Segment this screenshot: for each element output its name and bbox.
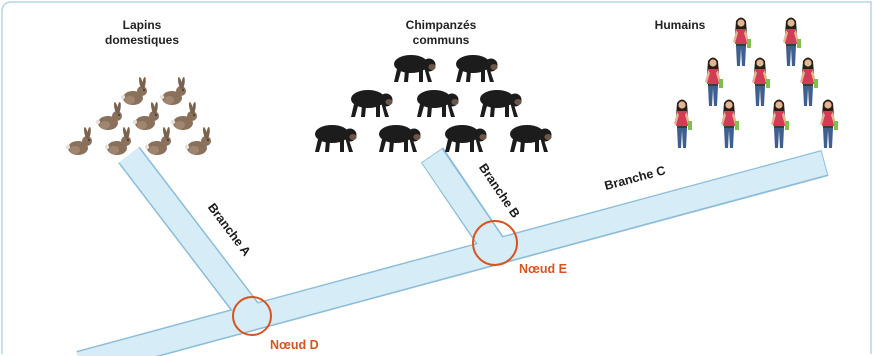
chimpanzee-icon bbox=[456, 55, 498, 82]
rabbits-label-line1: Lapins bbox=[123, 18, 162, 32]
rabbits-group bbox=[66, 77, 211, 155]
human-icon bbox=[820, 100, 838, 149]
human-icon bbox=[783, 18, 801, 67]
rabbit-icon bbox=[66, 127, 92, 155]
human-icon bbox=[800, 58, 818, 107]
chimpanzee-icon bbox=[351, 90, 393, 117]
human-icon bbox=[721, 100, 739, 149]
human-icon bbox=[705, 58, 723, 107]
chimps-label-line2: communs bbox=[413, 33, 470, 47]
chimpanzee-icon bbox=[445, 125, 487, 152]
rabbits-label-line2: domestiques bbox=[105, 33, 179, 47]
chimpanzee-icon bbox=[417, 90, 459, 117]
branch-c-label: Branche C bbox=[603, 163, 667, 193]
chimpanzees-group bbox=[315, 55, 552, 152]
chimps-label-line1: Chimpanzés bbox=[406, 18, 477, 32]
node-d-label: Nœud D bbox=[270, 338, 319, 352]
rabbit-icon bbox=[121, 77, 147, 105]
branch-shapes-fill bbox=[80, 155, 824, 356]
rabbit-icon bbox=[160, 77, 186, 105]
chimpanzee-icon bbox=[510, 125, 552, 152]
tree-branches bbox=[80, 155, 825, 356]
chimpanzee-icon bbox=[379, 125, 421, 152]
node-e-label: Nœud E bbox=[519, 262, 567, 276]
rabbit-icon bbox=[145, 127, 171, 155]
rabbit-icon bbox=[185, 127, 211, 155]
humans-label: Humains bbox=[655, 18, 706, 32]
rabbit-icon bbox=[105, 127, 131, 155]
human-icon bbox=[752, 58, 770, 107]
human-icon bbox=[674, 100, 692, 149]
chimpanzee-icon bbox=[315, 125, 357, 152]
rabbit-icon bbox=[171, 102, 197, 130]
rabbit-icon bbox=[133, 102, 159, 130]
human-icon bbox=[733, 18, 751, 67]
chimpanzee-icon bbox=[480, 90, 522, 117]
rabbit-icon bbox=[96, 102, 122, 130]
humans-group bbox=[674, 18, 838, 149]
chimpanzee-icon bbox=[394, 55, 436, 82]
human-icon bbox=[771, 100, 789, 149]
